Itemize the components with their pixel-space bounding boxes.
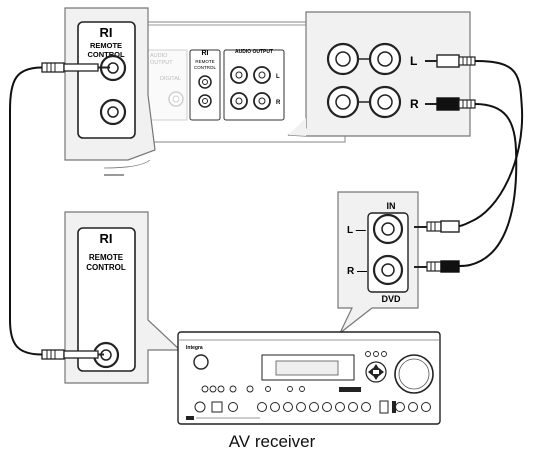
panel-r-label: R: [276, 100, 281, 106]
panel-l-label: L: [276, 74, 280, 80]
dvd-r-label: R —: [347, 266, 367, 277]
receiver-remote-callout: RI REMOTE CONTROL: [64, 211, 182, 384]
av-receiver: Integra: [177, 331, 441, 425]
faded-output-label: OUTPUT: [150, 60, 173, 66]
receiver-caption: AV receiver: [228, 432, 316, 451]
volume-knob-icon: [394, 354, 434, 394]
player-ri-logo: RI: [100, 25, 113, 40]
faded-digital-label: DIGITAL: [160, 76, 181, 82]
remote-control-cable: [9, 62, 110, 360]
power-knob-icon: [193, 354, 209, 370]
panel-control-label: CONTROL: [194, 65, 216, 70]
rca-plug-white-icon: [425, 54, 476, 68]
output-l-label: L: [410, 54, 417, 68]
dvd-input-callout: IN L — R — DVD: [337, 191, 460, 334]
player-remote-callout: RI REMOTE CONTROL: [64, 7, 156, 161]
rca-plug-black-icon: [425, 97, 476, 111]
receiver-control-label: CONTROL: [86, 263, 126, 272]
rca-plug-white-icon: [414, 220, 460, 233]
panel-remote-label: REMOTE: [195, 59, 214, 64]
player-remote-label: REMOTE: [90, 41, 122, 50]
receiver-brand: Integra: [186, 345, 203, 351]
panel-audio-output-label: AUDIO OUTPUT: [235, 49, 273, 55]
panel-ri-logo: RI: [202, 50, 209, 57]
faded-audio-label: AUDIO: [150, 53, 168, 59]
audio-output-callout: L R: [287, 11, 476, 137]
player-control-label: CONTROL: [87, 50, 124, 59]
receiver-ri-logo: RI: [100, 231, 113, 246]
receiver-remote-label: REMOTE: [89, 253, 124, 262]
dvd-source-label: DVD: [381, 294, 401, 304]
audio-cable: [458, 60, 524, 267]
output-r-label: R: [410, 97, 419, 111]
dvd-in-label: IN: [387, 201, 396, 211]
rca-plug-black-icon: [414, 260, 460, 273]
nav-pad-icon: [365, 361, 387, 383]
dvd-l-label: L —: [347, 225, 366, 236]
